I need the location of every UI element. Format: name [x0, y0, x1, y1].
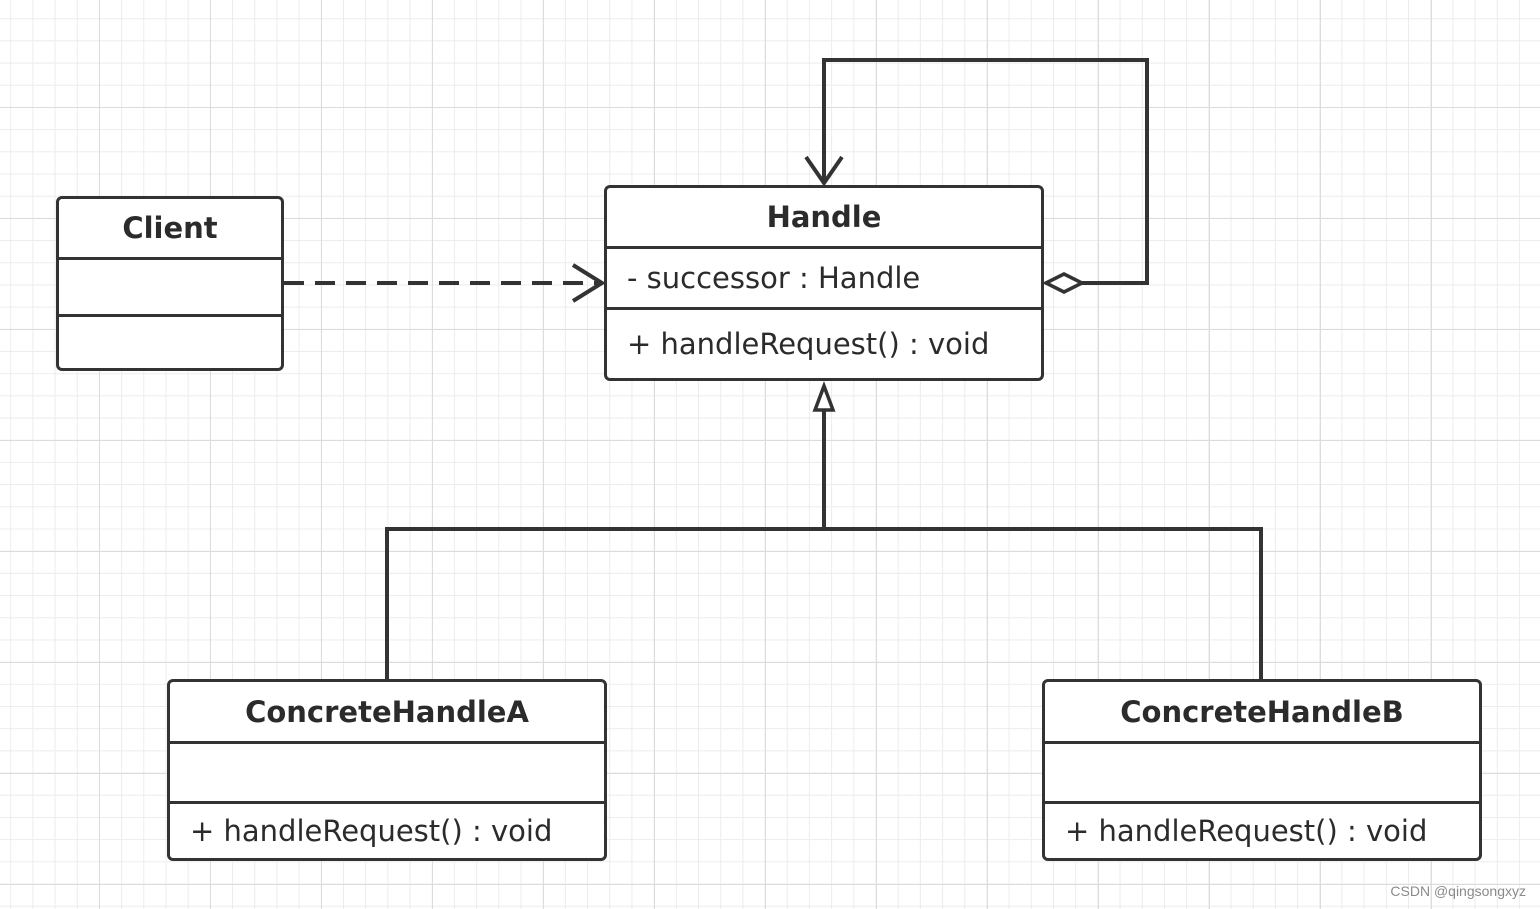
class-attributes: [170, 744, 604, 804]
class-operations: + handleRequest() : void: [190, 814, 553, 848]
class-name: ConcreteHandleA: [170, 682, 604, 744]
generalization-triangle: [812, 381, 836, 412]
dependency-arrowhead: [571, 263, 606, 303]
class-client[interactable]: Client: [56, 196, 284, 371]
aggregation-diamond: [1042, 272, 1086, 294]
class-operations: [59, 317, 281, 368]
aggregation-line: [822, 58, 1149, 285]
class-operations: + handleRequest() : void: [1065, 814, 1428, 848]
generalization-tree: [385, 381, 1263, 681]
class-attributes: [59, 260, 281, 317]
class-operations: + handleRequest() : void: [627, 327, 990, 361]
watermark: CSDN @qingsongxyz: [1390, 883, 1526, 899]
class-attributes: - successor : Handle: [607, 249, 1041, 310]
class-name: Client: [59, 199, 281, 260]
class-name: Handle: [607, 188, 1041, 249]
class-handle[interactable]: Handle - successor : Handle + handleRequ…: [604, 185, 1044, 381]
generalization-branches: [385, 527, 1263, 681]
aggregation-arrowhead: [804, 155, 844, 187]
class-concrete-handle-a[interactable]: ConcreteHandleA + handleRequest() : void: [167, 679, 607, 861]
dependency-client-to-handle: [284, 263, 606, 303]
aggregation-self-handle: [804, 58, 1149, 294]
class-attributes: [1045, 744, 1479, 804]
class-concrete-handle-b[interactable]: ConcreteHandleB + handleRequest() : void: [1042, 679, 1482, 861]
class-name: ConcreteHandleB: [1045, 682, 1479, 744]
